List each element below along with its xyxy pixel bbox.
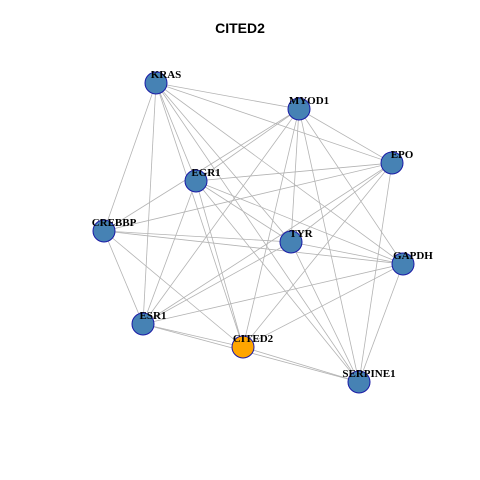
node-esr1[interactable] bbox=[131, 312, 155, 336]
edge-kras-crebbp bbox=[103, 82, 157, 232]
node-layer bbox=[92, 71, 415, 394]
node-label-kras: KRAS bbox=[151, 69, 182, 81]
edge-kras-egr1 bbox=[155, 82, 197, 182]
edge-kras-serpine1 bbox=[155, 82, 360, 383]
node-label-myod1: MYOD1 bbox=[289, 95, 329, 107]
node-kras[interactable] bbox=[144, 71, 168, 95]
node-epo[interactable] bbox=[380, 151, 404, 175]
edge-crebbp-esr1 bbox=[103, 230, 144, 325]
edge-myod1-egr1 bbox=[195, 108, 300, 182]
node-label-egr1: EGR1 bbox=[191, 167, 220, 179]
node-gapdh[interactable] bbox=[391, 252, 415, 276]
node-label-esr1: ESR1 bbox=[140, 310, 167, 322]
edge-kras-tyr bbox=[155, 82, 292, 243]
edge-esr1-cited2 bbox=[142, 323, 244, 348]
edge-epo-crebbp bbox=[103, 162, 393, 232]
node-label-serpine1: SERPINE1 bbox=[342, 368, 395, 380]
edge-myod1-cited2 bbox=[242, 108, 300, 348]
node-label-gapdh: GAPDH bbox=[393, 250, 433, 262]
edge-gapdh-cited2 bbox=[242, 263, 404, 348]
node-serpine1[interactable] bbox=[347, 370, 371, 394]
edge-egr1-tyr bbox=[195, 180, 292, 243]
edge-crebbp-cited2 bbox=[103, 230, 244, 348]
edge-myod1-gapdh bbox=[298, 108, 404, 265]
edge-tyr-serpine1 bbox=[290, 241, 360, 383]
edge-myod1-crebbp bbox=[103, 108, 300, 232]
node-cited2[interactable] bbox=[231, 335, 255, 359]
node-label-cited2: CITED2 bbox=[233, 333, 274, 345]
edge-egr1-cited2 bbox=[195, 180, 244, 348]
edge-epo-egr1 bbox=[195, 162, 393, 182]
node-tyr[interactable] bbox=[279, 230, 303, 254]
edge-kras-cited2 bbox=[155, 82, 244, 348]
edge-egr1-esr1 bbox=[142, 180, 197, 325]
edge-myod1-epo bbox=[298, 108, 393, 164]
node-crebbp[interactable] bbox=[92, 219, 116, 243]
node-myod1[interactable] bbox=[287, 97, 311, 121]
edge-egr1-serpine1 bbox=[195, 180, 360, 383]
page-title: CITED2 bbox=[215, 20, 265, 36]
edge-kras-myod1 bbox=[155, 82, 300, 110]
edge-kras-epo bbox=[155, 82, 393, 164]
edge-cited2-serpine1 bbox=[242, 346, 360, 383]
node-label-crebbp: CREBBP bbox=[92, 217, 137, 229]
edge-tyr-gapdh bbox=[290, 241, 404, 265]
edge-epo-esr1 bbox=[142, 162, 393, 325]
edge-myod1-esr1 bbox=[142, 108, 300, 325]
edge-egr1-gapdh bbox=[195, 180, 404, 265]
edge-crebbp-tyr bbox=[103, 230, 292, 243]
edge-layer bbox=[103, 82, 404, 383]
edge-epo-serpine1 bbox=[358, 162, 393, 383]
node-egr1[interactable] bbox=[184, 169, 208, 193]
edge-kras-esr1 bbox=[142, 82, 157, 325]
node-label-tyr: TYR bbox=[289, 228, 313, 240]
edge-tyr-esr1 bbox=[142, 241, 292, 325]
edge-myod1-serpine1 bbox=[298, 108, 360, 383]
node-label-epo: EPO bbox=[391, 149, 414, 161]
edge-crebbp-gapdh bbox=[103, 230, 404, 265]
edge-gapdh-esr1 bbox=[142, 263, 404, 325]
edge-epo-cited2 bbox=[242, 162, 393, 348]
edge-epo-tyr bbox=[290, 162, 393, 243]
edge-gapdh-serpine1 bbox=[358, 263, 404, 383]
